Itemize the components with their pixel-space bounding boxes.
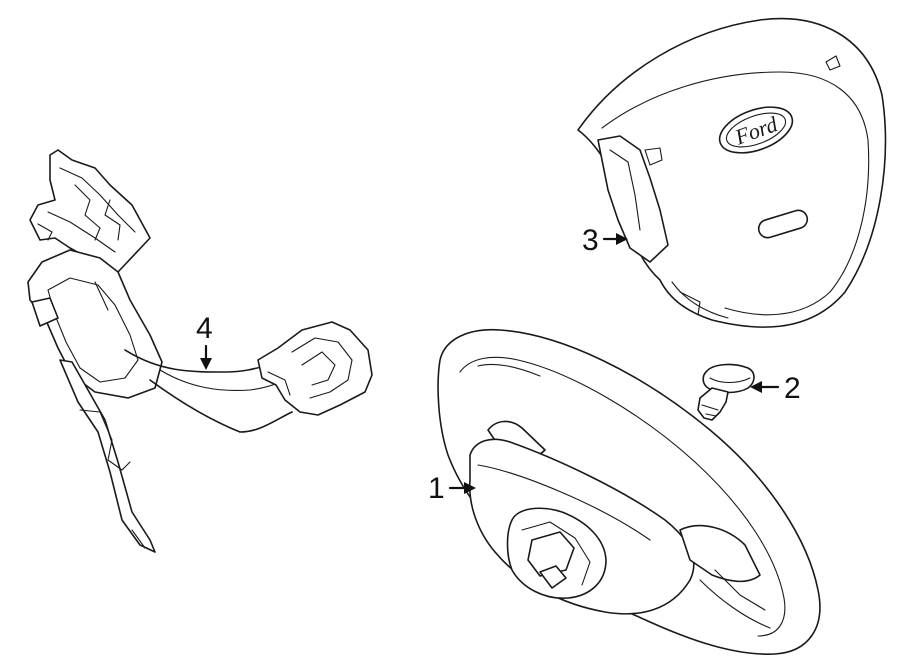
callout-4-arrow: [200, 358, 212, 370]
steering-wheel: [437, 328, 821, 655]
callout-3-arrow: [616, 233, 628, 245]
callout-1: 1: [428, 472, 476, 505]
callout-2-label: 2: [784, 372, 801, 405]
callout-1-arrow: [464, 482, 476, 494]
callout-2-arrow: [750, 381, 762, 393]
callout-2: 2: [750, 372, 801, 405]
clock-spring-harness: [27, 149, 373, 553]
callout-3-label: 3: [582, 224, 599, 257]
callout-4-label: 4: [196, 312, 213, 345]
retaining-clip: [697, 363, 755, 421]
callout-3: 3: [582, 224, 628, 257]
ford-logo: Ford: [718, 106, 794, 154]
callout-4: 4: [196, 312, 213, 370]
callout-1-label: 1: [428, 472, 445, 505]
airbag-module: Ford: [577, 17, 887, 328]
